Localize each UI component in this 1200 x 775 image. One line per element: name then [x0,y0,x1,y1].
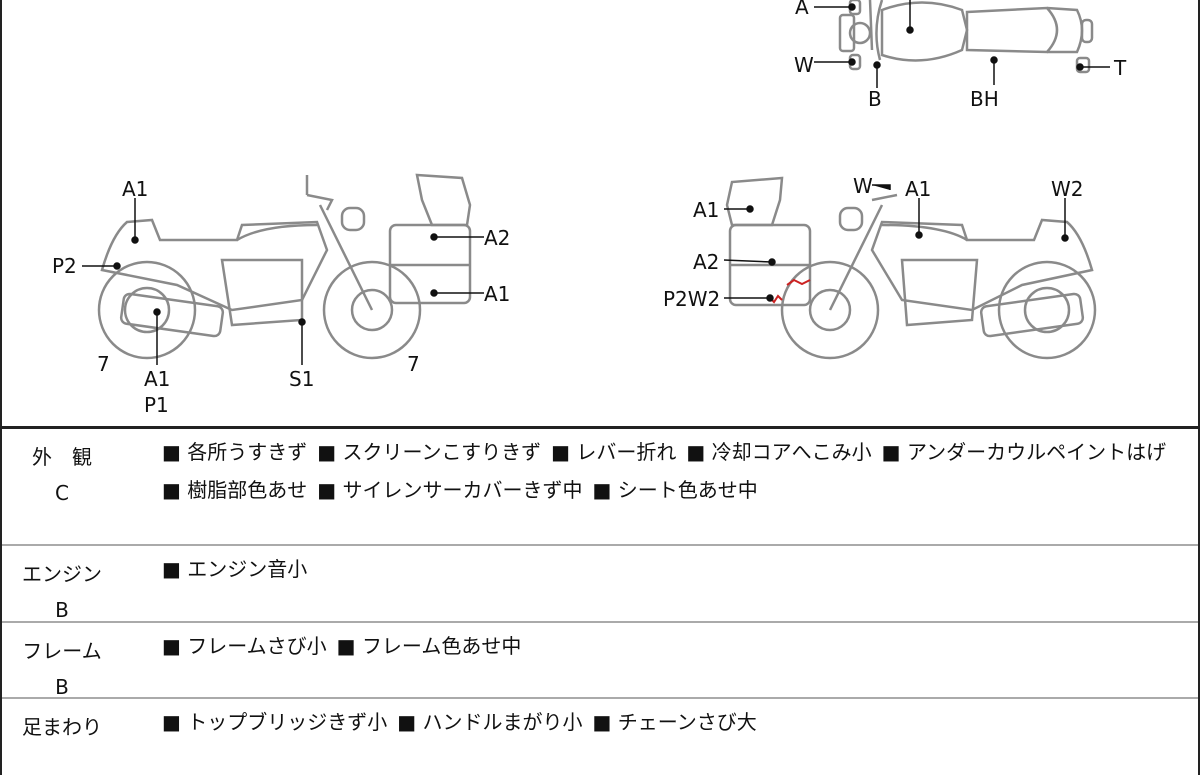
label-left-7-front: 7 [407,352,420,376]
label-left-7-rear: 7 [97,352,110,376]
label-left-A1-muffler: A1 [144,367,170,391]
label-left-S1: S1 [289,367,314,391]
category-label: 外 観 [32,445,92,469]
row-suspension: 足まわり トップブリッジきず小ハンドルまがり小チェーンさび大 [2,699,1198,775]
damage-diagram: A W B BH T A1 P2 A2 A1 7 A1 P1 S1 7 A1 W… [0,0,1200,426]
row-frame: フレーム B フレームさび小フレーム色あせ中 [2,623,1198,699]
label-top-BH: BH [970,87,999,111]
label-top-W: W [794,53,814,77]
category-label: 足まわり [22,715,102,739]
label-top-B: B [868,87,882,111]
label-right-A1-tank: A1 [905,177,931,201]
damage-marks [769,278,811,304]
condition-item: フレームさび小 [162,634,327,658]
condition-items: フレームさび小フレーム色あせ中 [152,623,1198,697]
condition-item: サイレンサーカバーきず中 [317,478,582,502]
top-view-motorcycle [838,0,1094,74]
leader-lines [82,0,1110,365]
condition-item: レバー折れ [551,440,676,464]
row-exterior: 外 観 C 各所うすきずスクリーンこすりきずレバー折れ冷却コアへこみ小アンダーカウ… [2,429,1198,546]
label-top-A: A [795,0,809,19]
grade-label: B [55,598,69,622]
label-right-W: W [853,174,873,198]
label-left-P1: P1 [144,393,169,417]
label-left-P2: P2 [52,254,77,278]
label-left-A2: A2 [484,226,510,250]
condition-items: エンジン音小 [152,546,1198,621]
condition-item: 樹脂部色あせ [162,478,307,502]
label-right-P2W2: P2W2 [663,287,720,311]
category-label: フレーム [22,639,102,663]
grade-label: C [55,481,69,505]
category-label: エンジン [22,562,102,586]
label-right-W2: W2 [1051,177,1084,201]
condition-item: ハンドルまがり小 [397,710,582,734]
condition-item: 冷却コアへこみ小 [686,440,871,464]
right-view-motorcycle [725,176,1097,360]
condition-item: シート色あせ中 [593,478,758,502]
label-left-A1-case: A1 [484,282,510,306]
condition-item: チェーンさび大 [593,710,757,734]
condition-item: エンジン音小 [162,557,307,581]
condition-item: トップブリッジきず小 [162,710,387,734]
label-right-A2: A2 [693,250,719,274]
condition-item: 各所うすきず [162,440,307,464]
label-right-A1-screen: A1 [693,198,719,222]
condition-item: スクリーンこすりきず [317,440,541,464]
label-left-A1: A1 [122,177,148,201]
condition-items: 各所うすきずスクリーンこすりきずレバー折れ冷却コアへこみ小アンダーカウルペイント… [152,429,1198,544]
grade-label: B [55,675,69,699]
left-view-motorcycle [97,173,472,360]
condition-item: フレーム色あせ中 [337,634,522,658]
motorcycle-diagrams: A W B BH T A1 P2 A2 A1 7 A1 P1 S1 7 A1 W… [52,0,1127,417]
condition-table: 外 観 C 各所うすきずスクリーンこすりきずレバー折れ冷却コアへこみ小アンダーカウ… [0,426,1200,775]
label-top-T: T [1113,56,1127,80]
condition-items: トップブリッジきず小ハンドルまがり小チェーンさび大 [152,699,1198,775]
row-engine: エンジン B エンジン音小 [2,546,1198,623]
condition-item: アンダーカウルペイントはげ [882,440,1166,464]
